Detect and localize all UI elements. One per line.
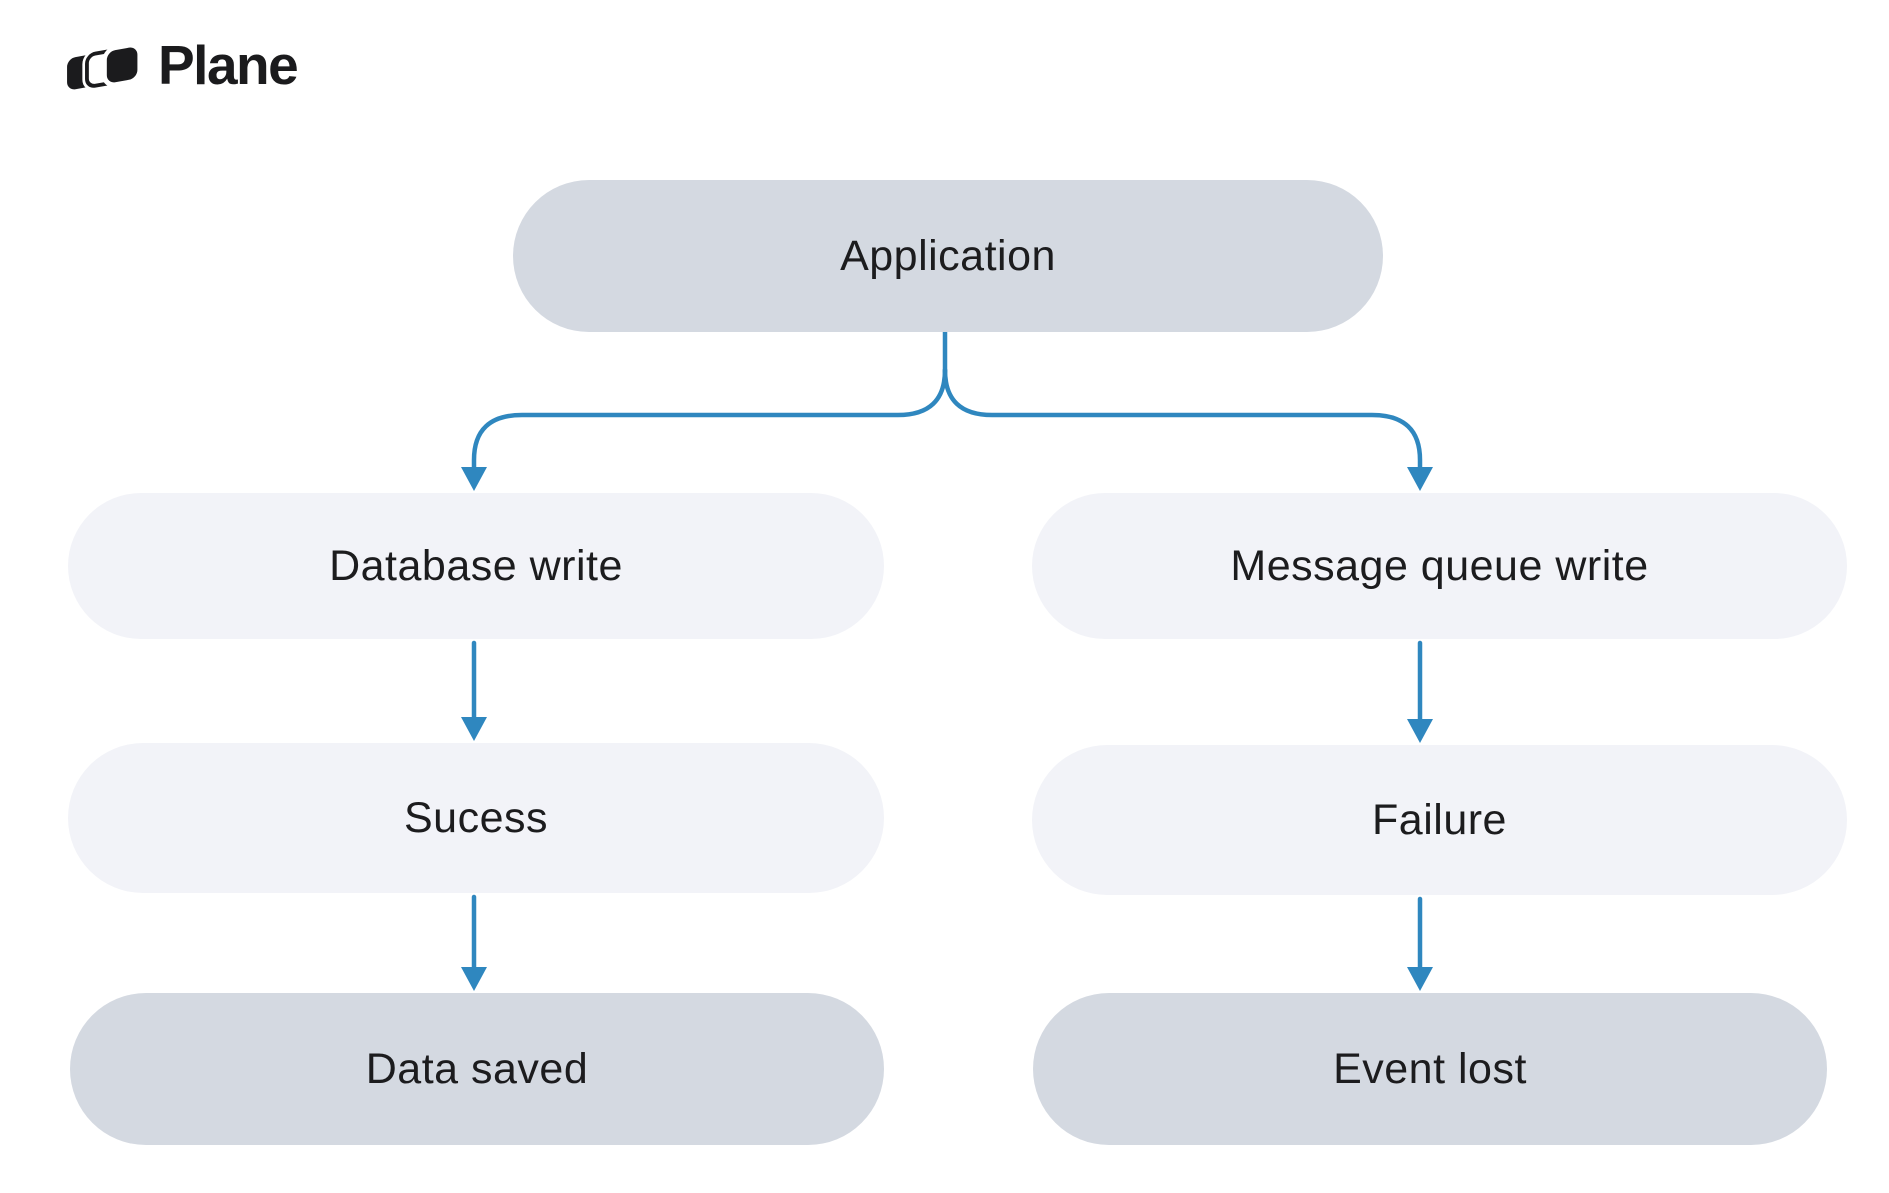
- arrowhead-data-saved: [461, 967, 487, 991]
- node-message-queue-write: Message queue write: [1032, 493, 1847, 639]
- edge-application-message-queue-write: [942, 367, 1423, 473]
- node-data-saved: Data saved: [70, 993, 884, 1145]
- node-message-queue-write-label: Message queue write: [1230, 541, 1649, 590]
- node-event-lost-label: Event lost: [1333, 1044, 1527, 1093]
- plane-logo-text: Plane: [158, 34, 299, 96]
- plane-logo: Plane: [64, 34, 299, 96]
- edge-application-database-write: [471, 367, 948, 473]
- arrowhead-database-write: [461, 467, 487, 491]
- node-event-lost: Event lost: [1033, 993, 1827, 1145]
- arrowhead-message-queue-write: [1407, 467, 1433, 491]
- node-database-write-label: Database write: [329, 541, 623, 590]
- arrowhead-event-lost: [1407, 967, 1433, 991]
- node-failure: Failure: [1032, 745, 1847, 895]
- arrowhead-failure: [1407, 719, 1433, 743]
- plane-logo-icon: [67, 42, 142, 90]
- node-sucess: Sucess: [68, 743, 884, 893]
- node-data-saved-label: Data saved: [365, 1044, 589, 1093]
- node-database-write: Database write: [68, 493, 884, 639]
- node-failure-label: Failure: [1372, 795, 1507, 844]
- node-application: Application: [513, 180, 1383, 332]
- node-application-label: Application: [840, 231, 1056, 280]
- node-sucess-label: Sucess: [403, 793, 548, 842]
- arrowhead-sucess: [461, 717, 487, 741]
